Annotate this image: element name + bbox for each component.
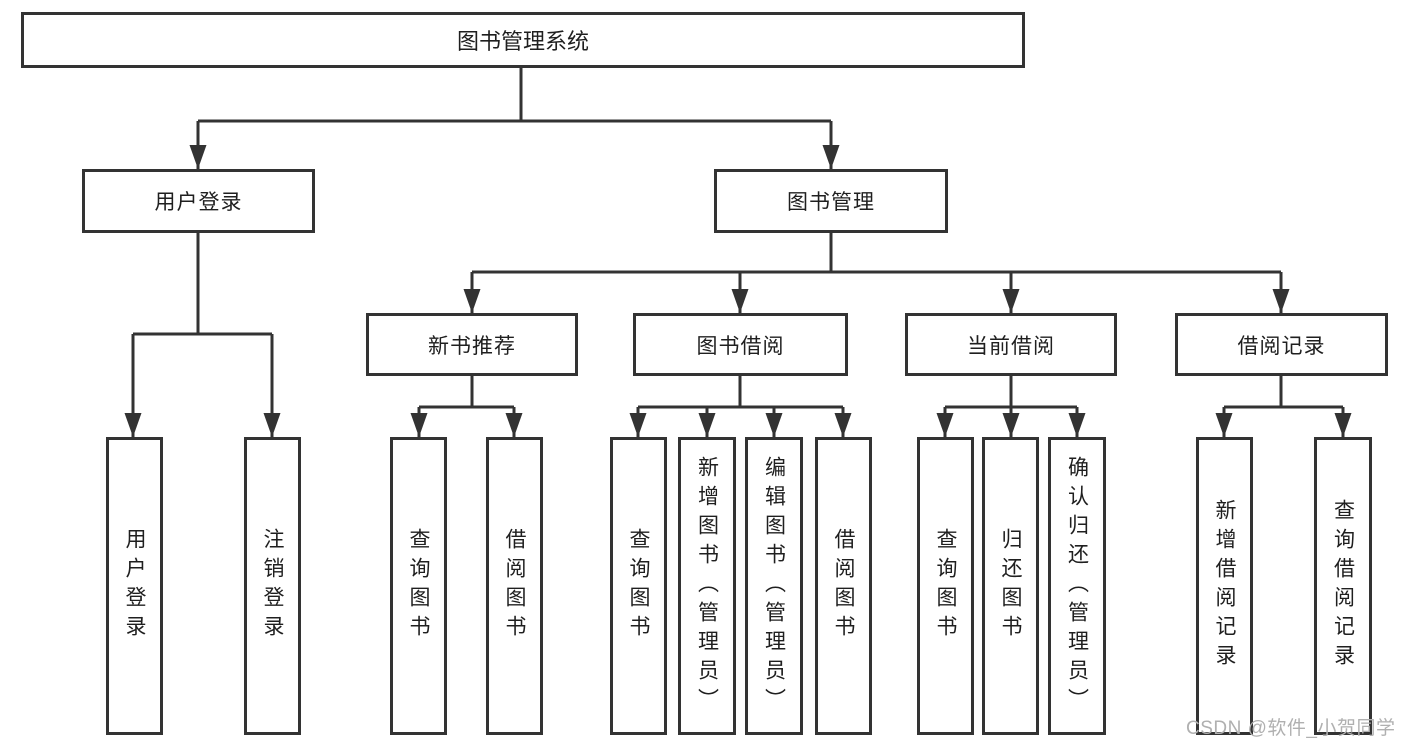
leaf-label: 归还图书 — [999, 528, 1023, 644]
node-new-book-recommend: 新书推荐 — [366, 313, 578, 376]
leaf-label: 用户登录 — [123, 528, 147, 644]
leaf-user-login: 用户登录 — [106, 437, 163, 735]
node-label: 当前借阅 — [967, 334, 1055, 358]
leaf-logout: 注销登录 — [244, 437, 301, 735]
node-user-login: 用户登录 — [82, 169, 315, 233]
leaf-label: 注销登录 — [261, 528, 285, 644]
node-borrow-records: 借阅记录 — [1175, 313, 1388, 376]
leaf-return-books: 归还图书 — [982, 437, 1039, 735]
node-book-management: 图书管理 — [714, 169, 948, 233]
node-label: 用户登录 — [154, 191, 243, 214]
leaf-add-books-admin: 新增图书（管理员） — [678, 437, 736, 735]
node-label: 图书借阅 — [696, 334, 785, 358]
leaf-label: 新增借阅记录 — [1213, 499, 1237, 673]
leaf-label: 查询图书 — [934, 528, 958, 644]
leaf-label: 借阅图书 — [503, 528, 527, 644]
node-label: 新书推荐 — [428, 334, 516, 358]
leaf-add-borrow-record: 新增借阅记录 — [1196, 437, 1253, 735]
leaf-borrow-books-1: 借阅图书 — [486, 437, 543, 735]
leaf-confirm-return-admin: 确认归还（管理员） — [1048, 437, 1106, 735]
leaf-label: 借阅图书 — [832, 528, 856, 644]
leaf-label: 查询借阅记录 — [1331, 499, 1355, 673]
node-label: 图书管理系统 — [456, 29, 589, 54]
leaf-label: 查询图书 — [407, 528, 431, 644]
node-book-borrow: 图书借阅 — [633, 313, 848, 376]
leaf-borrow-books-2: 借阅图书 — [815, 437, 872, 735]
leaf-label: 新增图书（管理员） — [695, 455, 719, 717]
leaf-query-books-3: 查询图书 — [917, 437, 974, 735]
leaf-label: 编辑图书（管理员） — [762, 455, 786, 717]
leaf-edit-books-admin: 编辑图书（管理员） — [745, 437, 803, 735]
node-label: 借阅记录 — [1237, 334, 1326, 358]
csdn-watermark: CSDN @软件_小贺同学 — [1186, 718, 1396, 739]
node-label: 图书管理 — [787, 191, 875, 214]
leaf-label: 确认归还（管理员） — [1065, 455, 1089, 717]
leaf-query-borrow-record: 查询借阅记录 — [1314, 437, 1372, 735]
node-current-borrow: 当前借阅 — [905, 313, 1117, 376]
leaf-label: 查询图书 — [627, 528, 651, 644]
node-library-management-system: 图书管理系统 — [21, 12, 1025, 68]
leaf-query-books-2: 查询图书 — [610, 437, 667, 735]
leaf-query-books-1: 查询图书 — [390, 437, 447, 735]
